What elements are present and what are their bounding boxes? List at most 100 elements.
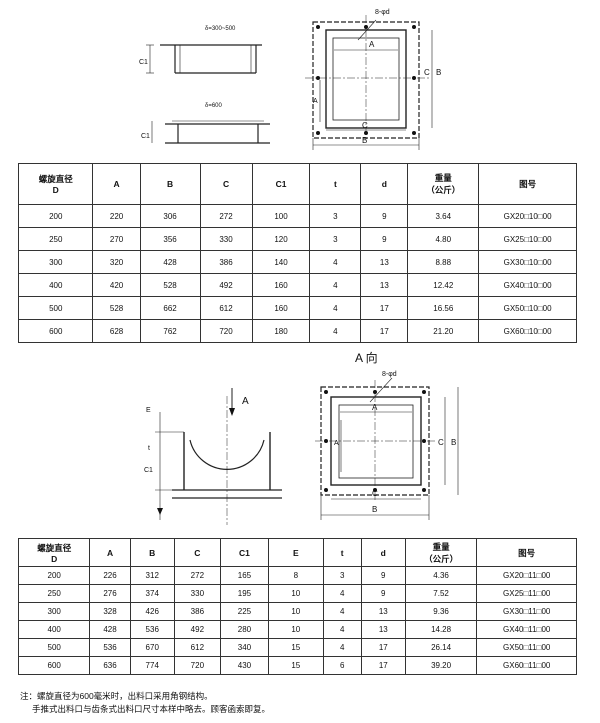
table-cell: 180	[251, 319, 311, 343]
table-cell: 9	[360, 566, 406, 585]
table-cell: 272	[199, 204, 253, 228]
table-cell: 492	[173, 620, 221, 639]
table-cell: 356	[139, 227, 201, 251]
header-cell: 重量（公斤）	[404, 538, 478, 567]
table-cell: 3	[309, 227, 362, 251]
sketch1-dim: δ=300~500	[205, 26, 236, 32]
header-cell: d	[360, 163, 409, 205]
middle-drawings: A E t C1 A 向 8-φd A A C B C B	[144, 350, 459, 525]
plan-top-label-a: A	[369, 40, 375, 49]
table-cell: 17	[360, 319, 409, 343]
table-cell: 195	[219, 584, 269, 603]
header-cell: B	[129, 538, 175, 567]
table-cell: 9	[360, 584, 406, 603]
table-cell: GX60□11□00	[476, 656, 577, 675]
table-cell: GX20□11□00	[476, 566, 577, 585]
plan-top-label-a-side: A	[313, 98, 318, 105]
table-cell: 13	[360, 273, 409, 297]
table-cell: 4	[309, 319, 362, 343]
sketch-section-2	[151, 120, 270, 144]
table-cell: 250	[17, 584, 91, 603]
table-cell: 15	[267, 656, 324, 675]
table-cell: 612	[199, 296, 253, 320]
plan-middle-label-c-side: C	[438, 438, 444, 447]
table-cell: 8	[267, 566, 324, 585]
table-cell: 636	[89, 656, 131, 675]
table-cell: 14.28	[404, 620, 478, 639]
table-cell: 312	[129, 566, 175, 585]
header-cell: C1	[219, 538, 269, 567]
table-cell: 428	[139, 250, 201, 274]
note-line-1: 注：螺旋直径为600毫米时，出料口采用角钢结构。	[20, 691, 213, 701]
table-cell: 670	[129, 638, 175, 657]
table-cell: 21.20	[407, 319, 480, 343]
table-cell: 720	[199, 319, 253, 343]
sketch2-dim: δ=600	[205, 103, 223, 109]
table-cell: 400	[17, 620, 91, 639]
table-cell: 528	[139, 273, 201, 297]
table-cell: 420	[92, 273, 141, 297]
table-cell: 26.14	[404, 638, 478, 657]
header-cell: E	[267, 538, 324, 567]
table-cell: 200	[17, 204, 94, 228]
plan-top-holes-label: 8-φd	[375, 9, 390, 16]
header-cell: B	[139, 163, 201, 205]
plan-top-label-b: B	[362, 136, 367, 145]
table-cell: 140	[251, 250, 311, 274]
table-cell: 276	[89, 584, 131, 603]
side-arrow-label: A	[242, 396, 249, 407]
table-cell: 6	[322, 656, 362, 675]
table-cell: 4	[309, 296, 362, 320]
top-drawings: δ=300~500 C1 δ=600 C1 8-φd A A C B C B	[139, 9, 441, 150]
table-cell: 250	[17, 227, 94, 251]
header-cell: d	[360, 538, 406, 567]
footnotes: 注：螺旋直径为600毫米时，出料口采用角钢结构。 手推式出料口与齿条式出料口尺寸…	[20, 690, 270, 716]
table-cell: 7.52	[404, 584, 478, 603]
table-cell: 160	[251, 273, 311, 297]
table-cell: 386	[173, 602, 221, 621]
table-cell: 10	[267, 620, 324, 639]
table-cell: 3	[322, 566, 362, 585]
table-cell: 9.36	[404, 602, 478, 621]
table-cell: 9	[360, 204, 409, 228]
table-cell: GX40□10□00	[478, 273, 577, 297]
header-cell: 重量（公斤）	[407, 163, 480, 205]
table-cell: 762	[139, 319, 201, 343]
table-cell: 12.42	[407, 273, 480, 297]
table-cell: 120	[251, 227, 311, 251]
table-cell: 17	[360, 638, 406, 657]
table-cell: 492	[199, 273, 253, 297]
table-cell: 15	[267, 638, 324, 657]
table-cell: 600	[17, 656, 91, 675]
table-cell: 3.64	[407, 204, 480, 228]
table-cell: 306	[139, 204, 201, 228]
table-cell: 200	[17, 566, 91, 585]
side-elevation	[155, 388, 282, 525]
table-cell: 374	[129, 584, 175, 603]
table-cell: 612	[173, 638, 221, 657]
sketch1-label: C1	[139, 59, 148, 66]
table-cell: 8.88	[407, 250, 480, 274]
table-cell: 430	[219, 656, 269, 675]
sketch-section-1	[146, 44, 262, 74]
table-cell: 160	[251, 296, 311, 320]
table-cell: 4.80	[407, 227, 480, 251]
table-cell: 165	[219, 566, 269, 585]
table-cell: 720	[173, 656, 221, 675]
table-cell: GX60□10□00	[478, 319, 577, 343]
plan-middle-label-a-side: A	[334, 440, 339, 447]
table-cell: GX50□11□00	[476, 638, 577, 657]
header-cell: t	[322, 538, 362, 567]
table-cell: 330	[199, 227, 253, 251]
sketch2-label: C1	[141, 133, 150, 140]
